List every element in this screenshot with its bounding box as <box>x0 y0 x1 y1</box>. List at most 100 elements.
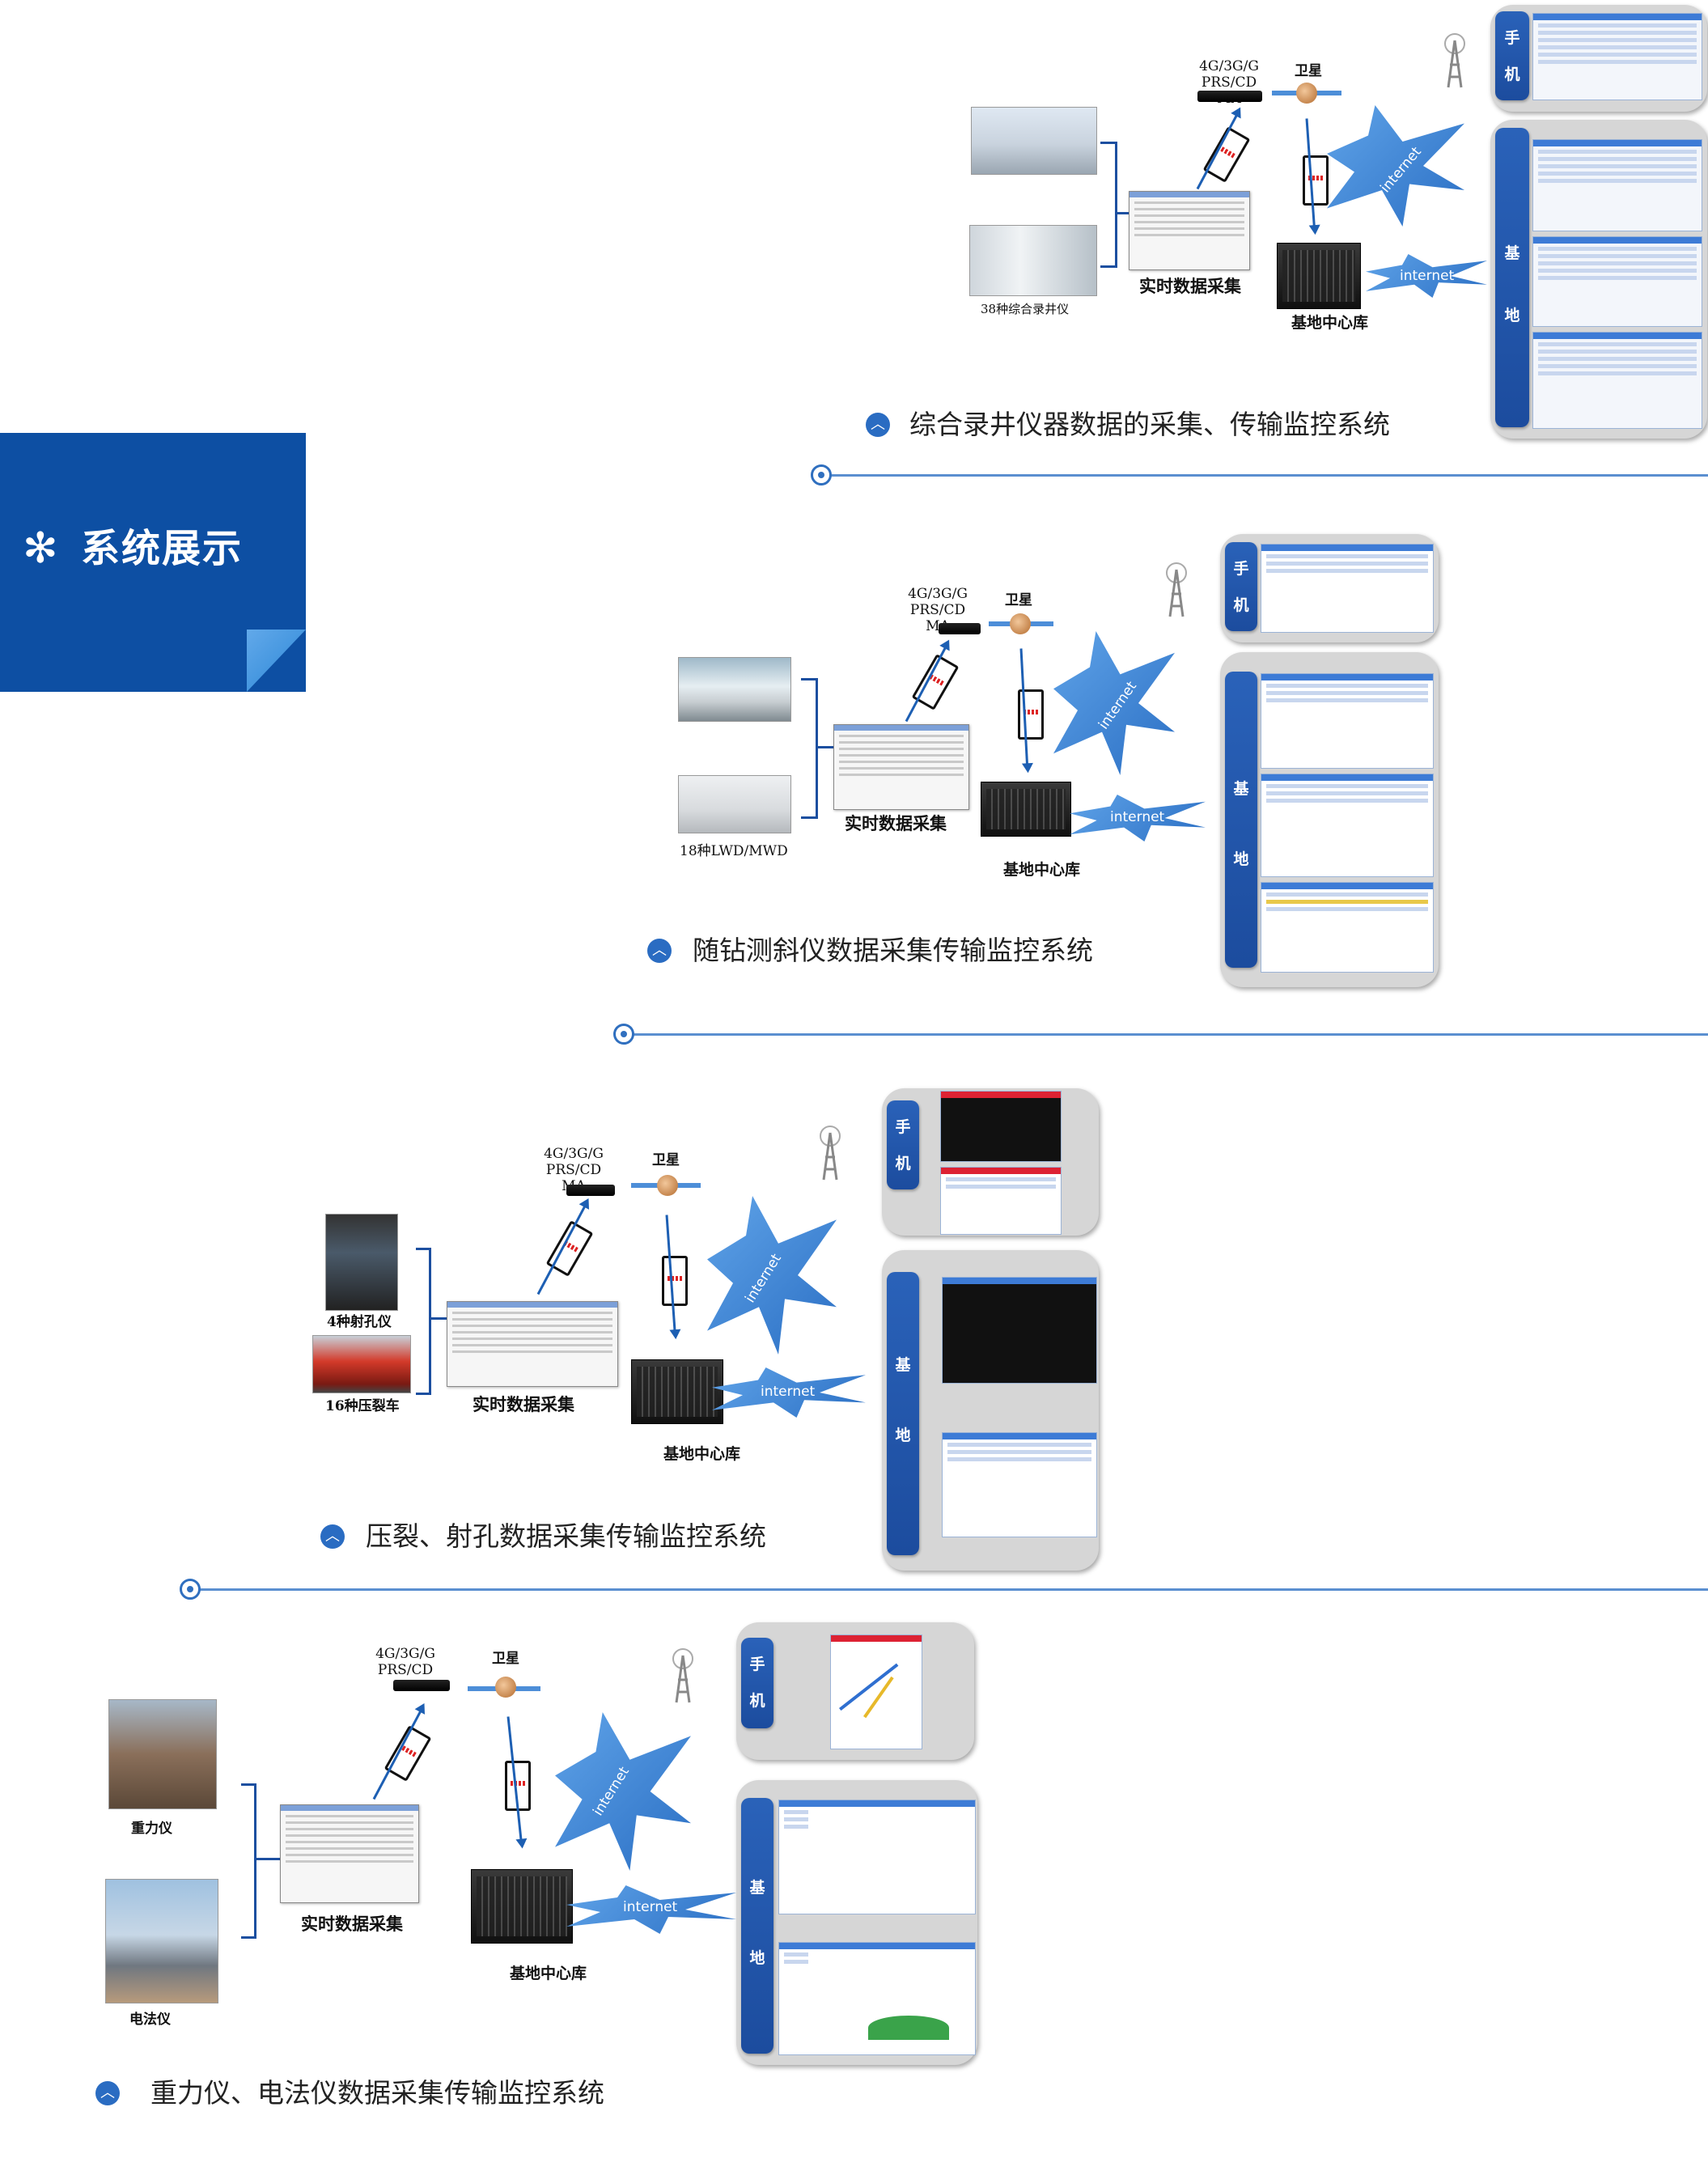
control-room-photo <box>969 225 1097 296</box>
server-rack-icon <box>471 1869 573 1944</box>
base-screen <box>942 1277 1097 1384</box>
base-screen <box>1532 236 1702 327</box>
internet-label: internet <box>1400 268 1455 284</box>
center-label: 基地中心库 <box>1003 861 1081 879</box>
bracket-arm <box>429 1317 447 1320</box>
frac-truck-photo <box>312 1335 411 1393</box>
section-divider <box>623 1033 1708 1036</box>
chevron-up-icon: ︿ <box>320 1524 345 1549</box>
section-divider <box>190 1588 1708 1591</box>
section-divider <box>819 474 1708 477</box>
bracket-arm <box>254 1858 280 1860</box>
base-screen <box>778 1942 976 2055</box>
acquisition-screen <box>1129 191 1250 270</box>
modem-icon <box>1197 91 1262 102</box>
asterisk-icon: ✻ <box>23 524 58 573</box>
container-photo <box>971 107 1097 175</box>
device-label: 18种LWD/MWD <box>680 843 788 859</box>
internet-label: internet <box>761 1384 816 1400</box>
bracket <box>1100 142 1117 268</box>
device-label: 4种射孔仪 <box>327 1314 392 1330</box>
section-caption: 综合录井仪器数据的采集、传输监控系统 <box>909 409 1390 440</box>
chevron-up-icon: ︿ <box>647 939 672 963</box>
center-label: 基地中心库 <box>663 1445 741 1463</box>
acquisition-label: 实时数据采集 <box>1139 277 1241 296</box>
satellite-label: 卫星 <box>492 1651 519 1667</box>
acquisition-screen <box>280 1804 419 1903</box>
base-screen <box>1261 882 1434 973</box>
modem-label: 4G/3G/GPRS/CDMA <box>908 586 968 634</box>
center-label: 基地中心库 <box>1291 314 1369 332</box>
satellite-label: 卫星 <box>1005 592 1032 608</box>
bracket <box>241 1783 256 1939</box>
antenna-tower-icon <box>672 1648 693 1703</box>
server-rack-icon <box>981 782 1071 837</box>
satellite-label: 卫星 <box>652 1152 680 1168</box>
device-label: 16种压裂车 <box>325 1398 400 1414</box>
satellite-icon <box>495 1677 516 1698</box>
device-label: 38种综合录井仪 <box>981 302 1070 316</box>
phone-screen <box>1261 544 1434 633</box>
server-rack-icon <box>631 1359 723 1424</box>
center-label: 基地中心库 <box>510 1965 587 1982</box>
bracket-arm <box>1115 212 1131 214</box>
phone-tab: 手机 <box>1225 542 1257 631</box>
device-label: 重力仪 <box>131 1821 172 1837</box>
modem-icon <box>939 623 981 634</box>
server-rack-icon <box>1277 243 1361 309</box>
data-packet-icon <box>662 1256 688 1306</box>
banner-title: 系统展示 <box>81 526 244 571</box>
device-label: 电法仪 <box>129 2012 171 2028</box>
bracket <box>416 1248 431 1395</box>
phone-tab: 手机 <box>1495 11 1529 100</box>
antenna-tower-icon <box>1444 33 1465 88</box>
bracket-arm <box>816 746 835 748</box>
acquisition-screen <box>447 1301 618 1387</box>
base-screen <box>942 1432 1097 1537</box>
modem-icon <box>566 1185 615 1196</box>
modem-label: 4G/3G/GPRS/CDMA <box>544 1146 604 1194</box>
satellite-label: 卫星 <box>1295 63 1322 79</box>
satellite-icon <box>1296 83 1317 104</box>
satellite-icon <box>657 1175 678 1196</box>
bracket <box>801 678 818 819</box>
antenna-tower-icon <box>1166 562 1187 617</box>
divider-dot-icon <box>180 1579 201 1600</box>
modem-icon <box>393 1680 450 1691</box>
divider-dot-icon <box>613 1024 634 1045</box>
gravimeter-photo <box>108 1699 217 1809</box>
phone-screen <box>830 1634 922 1749</box>
internet-wireless-link <box>555 1712 691 1871</box>
perforator-photo <box>325 1214 398 1311</box>
acquisition-label: 实时数据采集 <box>473 1395 574 1414</box>
base-screen <box>1261 673 1434 769</box>
logging-truck-photo <box>678 657 791 722</box>
base-tab: 基地 <box>741 1798 773 2054</box>
base-tab: 基地 <box>1495 128 1529 427</box>
phone-screen <box>940 1167 1062 1235</box>
internet-label: internet <box>1110 809 1165 825</box>
base-screen <box>1261 774 1434 877</box>
base-screen <box>1532 332 1702 429</box>
chevron-up-icon: ︿ <box>95 2081 120 2105</box>
lwd-tool-photo <box>678 775 791 833</box>
chevron-up-icon: ︿ <box>866 413 890 437</box>
base-tab: 基地 <box>887 1272 919 1555</box>
antenna-tower-icon <box>820 1126 841 1181</box>
base-tab: 基地 <box>1225 672 1257 968</box>
acquisition-label: 实时数据采集 <box>845 814 947 833</box>
section-caption: 压裂、射孔数据采集传输监控系统 <box>366 1520 766 1552</box>
electric-meter-photo <box>105 1879 218 2003</box>
modem-label: 4G/3G/GPRS/CDMA <box>1199 58 1259 107</box>
acquisition-screen <box>833 724 969 810</box>
data-packet-icon <box>1303 155 1329 206</box>
internet-label: internet <box>623 1899 678 1915</box>
phone-screen <box>1532 13 1702 100</box>
section-caption: 重力仪、电法仪数据采集传输监控系统 <box>150 2077 604 2109</box>
base-screen <box>778 1800 976 1914</box>
acquisition-label: 实时数据采集 <box>301 1914 403 1934</box>
satellite-icon <box>1010 613 1031 634</box>
divider-dot-icon <box>811 464 832 485</box>
base-screen <box>1532 139 1702 231</box>
section-caption: 随钻测斜仪数据采集传输监控系统 <box>693 935 1093 966</box>
